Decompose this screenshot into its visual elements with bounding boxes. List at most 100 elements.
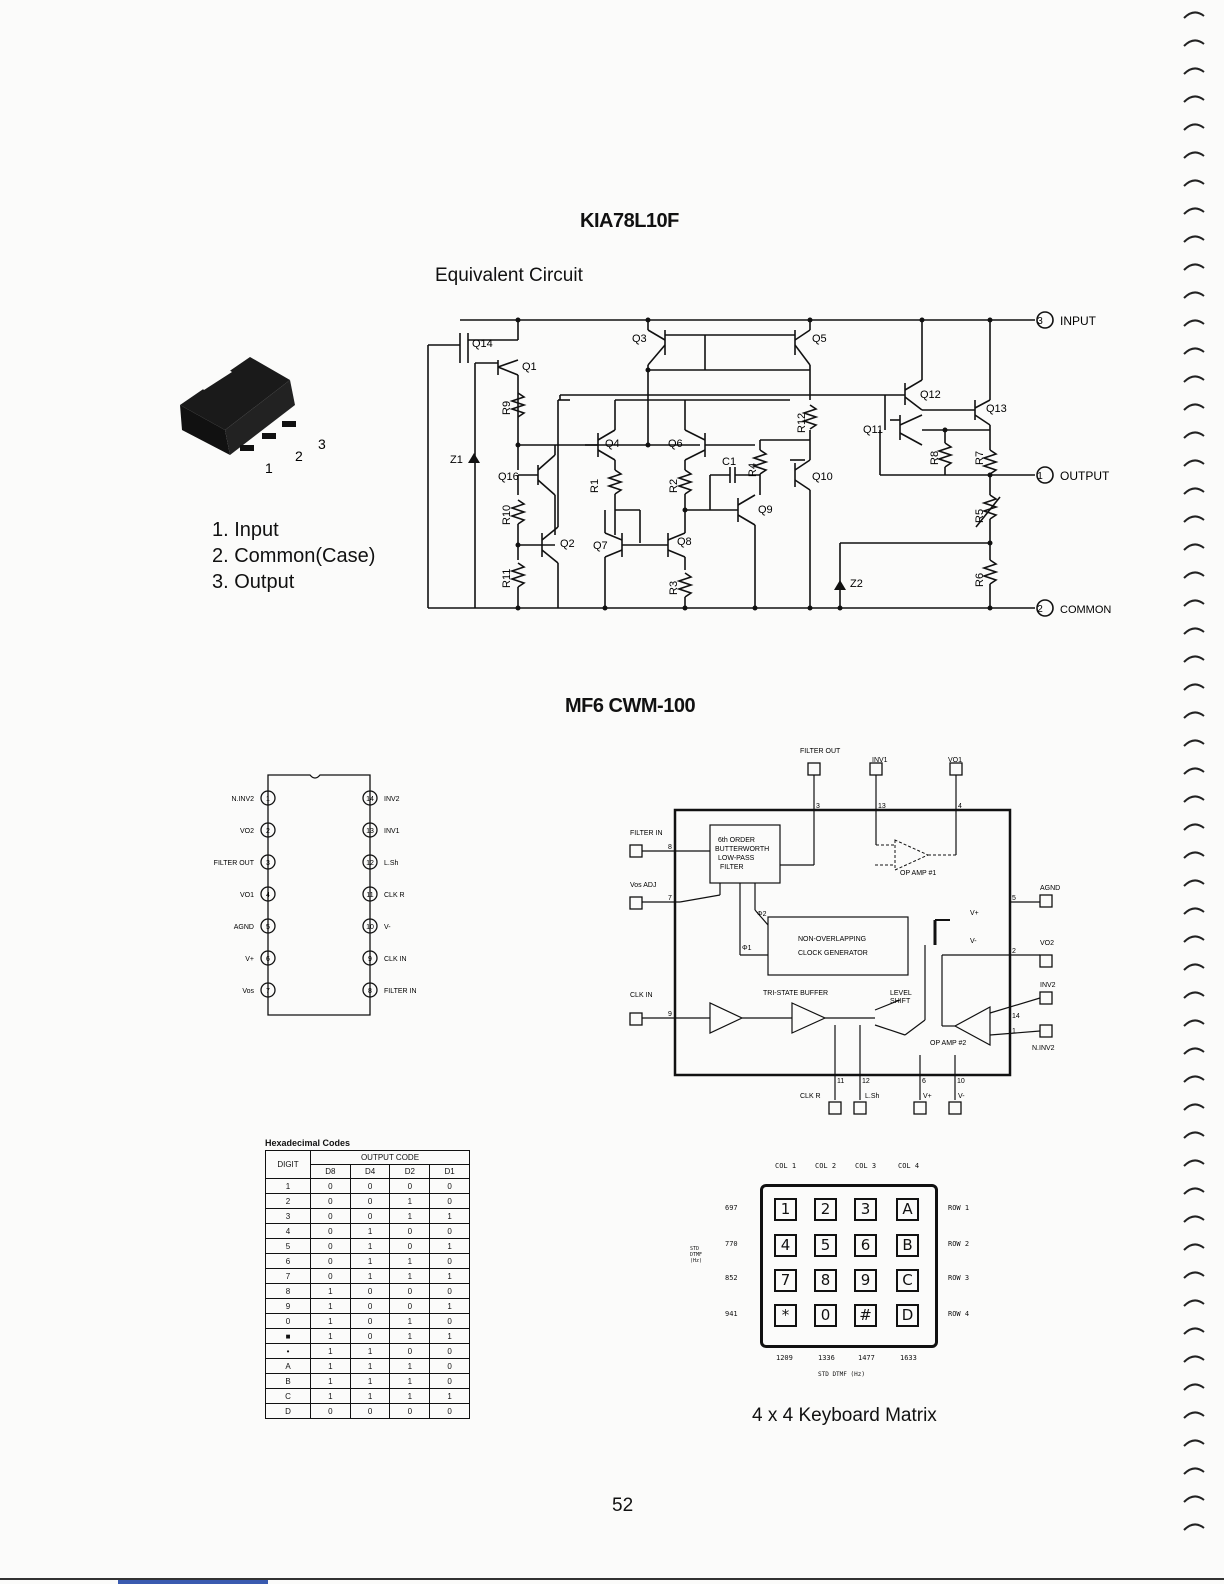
pin-num-6: 6 bbox=[922, 1078, 926, 1085]
binding-mark bbox=[1183, 459, 1205, 467]
pin-num-8: 8 bbox=[668, 844, 672, 851]
hex-code-cell: 1 bbox=[310, 1343, 351, 1359]
binding-mark bbox=[1183, 67, 1205, 75]
hex-code-cell: 1 bbox=[349, 1373, 391, 1389]
hex-code-cell: 1 bbox=[349, 1223, 391, 1239]
hex-code-cell: 1 bbox=[310, 1328, 351, 1344]
key-6[interactable]: 6 bbox=[854, 1234, 877, 1257]
hex-digit-cell: • bbox=[265, 1343, 311, 1359]
key-0[interactable]: 0 bbox=[814, 1304, 837, 1327]
key-7[interactable]: 7 bbox=[774, 1269, 797, 1292]
dip-pin-1-label: N.INV2 bbox=[231, 796, 254, 803]
hex-col-d8: D8 bbox=[310, 1164, 351, 1179]
binding-mark bbox=[1183, 655, 1205, 663]
hex-code-cell: 1 bbox=[310, 1283, 351, 1299]
hex-subheader-row: D8 D4 D2 D1 bbox=[266, 1164, 470, 1179]
label-q14: Q14 bbox=[472, 338, 493, 350]
key-2[interactable]: 2 bbox=[814, 1198, 837, 1221]
kb-frame bbox=[760, 1184, 938, 1348]
label-r10: R10 bbox=[501, 505, 513, 525]
dip-pinout: 1 2 3 4 5 6 7 14 13 12 11 10 9 8 N.INV2 … bbox=[214, 774, 417, 1016]
binding-mark bbox=[1183, 1159, 1205, 1167]
label-z2: Z2 bbox=[850, 578, 863, 590]
hex-output-header: OUTPUT CODE bbox=[310, 1150, 470, 1165]
dip-pin-13-num: 13 bbox=[366, 828, 374, 835]
hex-code-cell: 0 bbox=[389, 1298, 431, 1314]
dip-pin-7-num: 7 bbox=[266, 988, 270, 995]
hex-digit-cell: 1 bbox=[265, 1178, 311, 1194]
label-r4: R4 bbox=[747, 463, 759, 477]
binding-mark bbox=[1183, 1243, 1205, 1251]
key-star[interactable]: * bbox=[774, 1304, 797, 1327]
binding-mark bbox=[1183, 431, 1205, 439]
binding-mark bbox=[1183, 683, 1205, 691]
kia-pin-list: 1. Input 2. Common(Case) 3. Output bbox=[212, 517, 375, 595]
key-a[interactable]: A bbox=[896, 1198, 919, 1221]
dip-pin-11-label: CLK R bbox=[384, 892, 405, 899]
hex-code-cell: 1 bbox=[389, 1193, 431, 1209]
op-amp-1-label: OP AMP #1 bbox=[900, 870, 936, 877]
level-shift-1: LEVEL bbox=[890, 990, 912, 997]
dip-pin-5-num: 5 bbox=[266, 924, 270, 931]
hex-code-cell: 1 bbox=[349, 1253, 391, 1269]
kb-col-freq-3: 1477 bbox=[858, 1354, 875, 1362]
hex-code-cell: 1 bbox=[389, 1268, 431, 1284]
pin-num-13: 13 bbox=[878, 803, 886, 810]
binding-mark bbox=[1183, 375, 1205, 383]
kb-left-label-1: STD bbox=[690, 1246, 700, 1252]
hex-code-cell: 0 bbox=[310, 1238, 351, 1254]
label-c1: C1 bbox=[722, 456, 736, 468]
binding-mark bbox=[1183, 291, 1205, 299]
dip-pin-1-num: 1 bbox=[266, 796, 270, 803]
clock-line-2: CLOCK GENERATOR bbox=[798, 950, 868, 957]
binding-mark bbox=[1183, 1299, 1205, 1307]
binding-mark bbox=[1183, 1131, 1205, 1139]
key-c[interactable]: C bbox=[896, 1269, 919, 1292]
hex-code-cell: 0 bbox=[429, 1253, 470, 1269]
key-hash[interactable]: # bbox=[854, 1304, 877, 1327]
pin-vo2-label: VO2 bbox=[1040, 940, 1054, 947]
dip-pin-3-label: FILTER OUT bbox=[214, 860, 255, 867]
hex-code-cell: 0 bbox=[389, 1283, 431, 1299]
hex-digit-header: DIGIT bbox=[265, 1150, 311, 1179]
dip-pin-6-num: 6 bbox=[266, 956, 270, 963]
key-d[interactable]: D bbox=[896, 1304, 919, 1327]
binding-mark bbox=[1183, 1411, 1205, 1419]
key-1[interactable]: 1 bbox=[774, 1198, 797, 1221]
dip-pin-2-label: VO2 bbox=[240, 828, 254, 835]
pin-vo1-label: VO1 bbox=[948, 757, 962, 764]
vplus-label: V+ bbox=[970, 910, 979, 917]
key-5[interactable]: 5 bbox=[814, 1234, 837, 1257]
kia-title: KIA78L10F bbox=[580, 210, 679, 232]
binding-mark bbox=[1183, 403, 1205, 411]
kb-col-freq-1: 1209 bbox=[776, 1354, 793, 1362]
key-8[interactable]: 8 bbox=[814, 1269, 837, 1292]
dip-pin-11-num: 11 bbox=[366, 892, 373, 899]
key-9[interactable]: 9 bbox=[854, 1269, 877, 1292]
dip-pin-12-num: 12 bbox=[366, 860, 374, 867]
hex-code-cell: 0 bbox=[349, 1328, 391, 1344]
key-3[interactable]: 3 bbox=[854, 1198, 877, 1221]
key-b[interactable]: B bbox=[896, 1234, 919, 1257]
hex-code-cell: 1 bbox=[429, 1328, 470, 1344]
hex-digit-cell: 2 bbox=[265, 1193, 311, 1209]
hex-code-cell: 1 bbox=[429, 1208, 470, 1224]
binding-mark bbox=[1183, 1467, 1205, 1475]
binding-mark bbox=[1183, 1439, 1205, 1447]
key-4[interactable]: 4 bbox=[774, 1234, 797, 1257]
kb-row-4: ROW 4 bbox=[948, 1310, 970, 1318]
hex-code-cell: 1 bbox=[349, 1238, 391, 1254]
label-z1: Z1 bbox=[450, 454, 463, 466]
hex-code-cell: 1 bbox=[389, 1328, 431, 1344]
hex-code-cell: 1 bbox=[310, 1358, 351, 1374]
hex-code-cell: 1 bbox=[389, 1253, 431, 1269]
label-q8: Q8 bbox=[677, 536, 692, 548]
binding-mark bbox=[1183, 1187, 1205, 1195]
label-q12: Q12 bbox=[920, 389, 941, 401]
binding-mark bbox=[1183, 179, 1205, 187]
